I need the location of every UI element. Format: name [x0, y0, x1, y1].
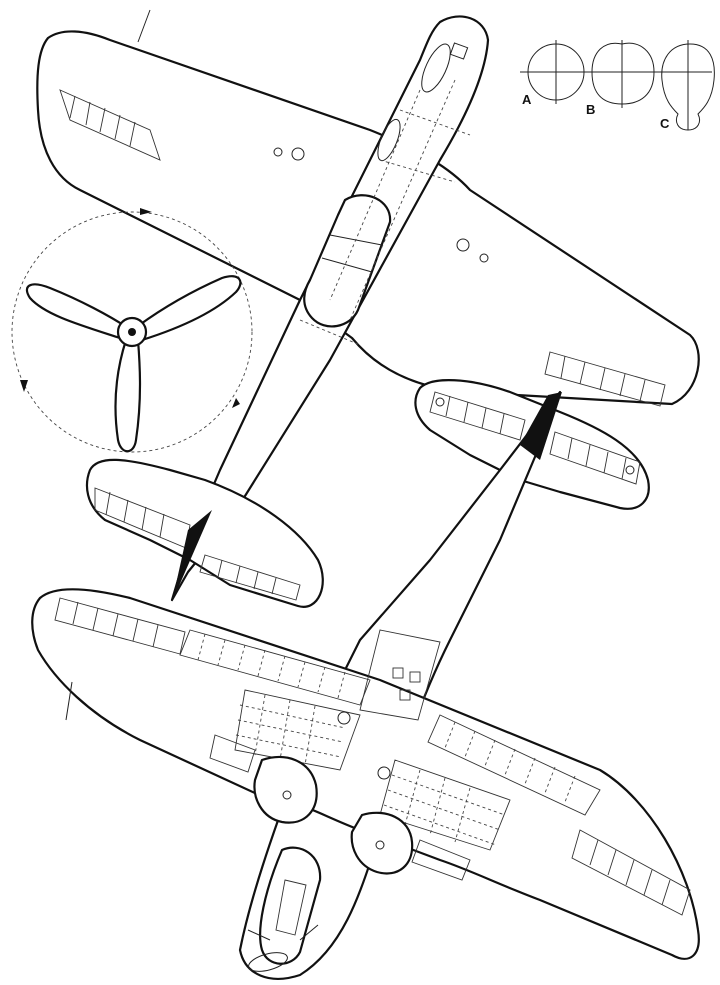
- cross-section-b-label: B: [586, 102, 595, 117]
- bottom-view-wing-grid-right: [377, 714, 601, 851]
- bottom-view-wing-grid-left: [179, 629, 371, 771]
- cross-section-c-label: C: [660, 116, 670, 131]
- fuselage-cross-sections: A B C: [520, 40, 715, 131]
- top-view-canopy: [303, 194, 392, 328]
- propeller-blade-left: [25, 283, 130, 340]
- top-view-rudder: [172, 510, 212, 602]
- cross-section-a-label: A: [522, 92, 532, 107]
- propeller-disc: [11, 211, 253, 453]
- propeller-view: [11, 208, 253, 453]
- bottom-view-rudder: [520, 392, 562, 460]
- cross-section-b: [591, 42, 655, 105]
- top-view-tailplane: [85, 458, 324, 608]
- bottom-view-aircraft: [31, 379, 700, 980]
- bottom-view-cowling: [259, 846, 322, 965]
- top-view-aircraft: [36, 9, 700, 608]
- propeller-blade-right: [136, 275, 242, 342]
- bottom-view-wheel-well-left: [253, 755, 318, 824]
- bottom-view-wing: [31, 588, 700, 960]
- propeller-blade-bottom: [114, 338, 142, 453]
- bottom-view-wheel-well-right: [350, 811, 414, 875]
